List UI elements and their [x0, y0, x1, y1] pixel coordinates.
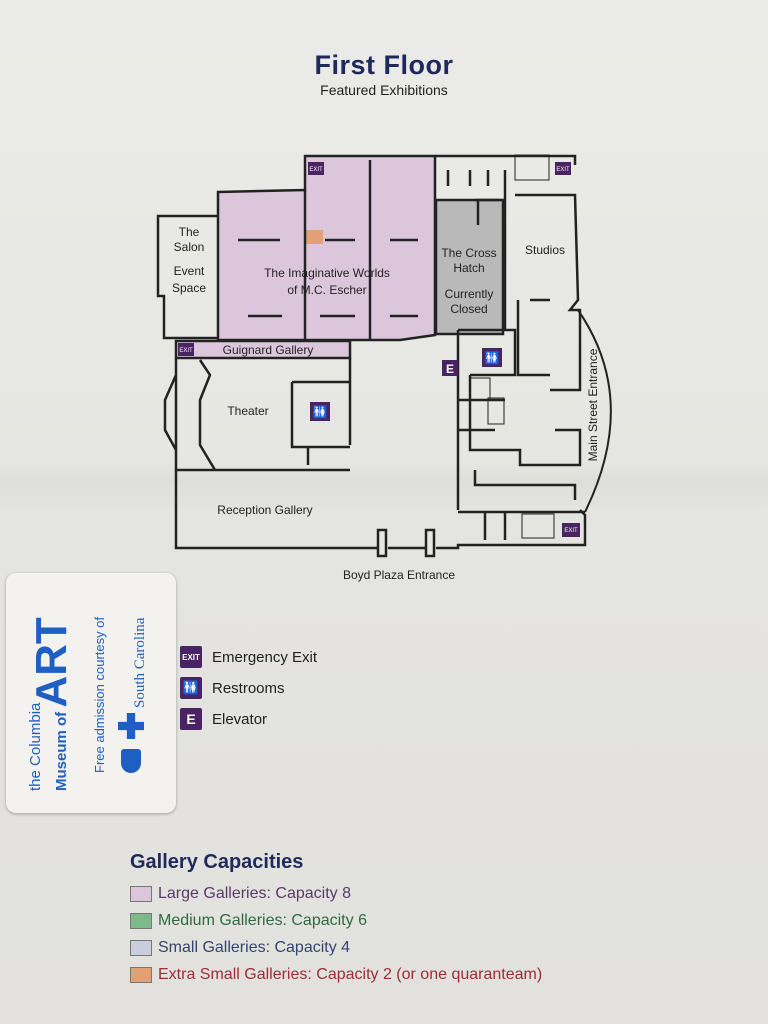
restroom-icon: 🚻 [180, 677, 202, 699]
capacities-title: Gallery Capacities [130, 851, 304, 873]
bcbs-logo-icon [118, 713, 144, 775]
elevator-icon: E [180, 708, 202, 730]
sponsor-text: South Carolina [132, 617, 148, 708]
courtesy-text: Free admission courtesy of [92, 616, 107, 773]
restroom-icon: 🚻 [482, 348, 502, 367]
svg-text:EXIT: EXIT [564, 528, 578, 534]
exit-icon: EXIT [178, 343, 194, 356]
svg-text:EXIT: EXIT [309, 167, 323, 173]
capacity-small: Small Galleries: Capacity 4 [130, 939, 350, 957]
main-street-entrance-label: Main Street Entrance [586, 348, 600, 461]
page-subtitle: Featured Exhibitions [320, 82, 448, 98]
exit-icon: EXIT [308, 162, 324, 175]
studios-label: Studios [525, 243, 565, 257]
legend-exit: EXIT Emergency Exit [180, 646, 317, 668]
capacity-extra-small: Extra Small Galleries: Capacity 2 (or on… [130, 966, 542, 984]
restroom-icon: 🚻 [310, 402, 330, 421]
escher-gallery [216, 154, 437, 342]
svg-text:🚻: 🚻 [485, 351, 500, 365]
cross-hatch-label-2: Hatch [453, 261, 484, 275]
legend-label: Restrooms [212, 679, 285, 697]
svg-text:EXIT: EXIT [556, 167, 570, 173]
legend-restrooms: 🚻 Restrooms [180, 677, 285, 699]
capacity-large: Large Galleries: Capacity 8 [130, 885, 351, 903]
salon-label-1: The [179, 225, 200, 239]
cross-hatch-gallery [434, 198, 505, 336]
page-title: First Floor [314, 50, 454, 80]
boyd-entrance-label: Boyd Plaza Entrance [343, 568, 455, 582]
theater-label: Theater [227, 404, 268, 418]
legend-label: Emergency Exit [212, 648, 318, 666]
salon-label-4: Space [172, 281, 206, 295]
cross-hatch-label-1: The Cross [441, 246, 496, 260]
svg-text:🚻: 🚻 [313, 405, 328, 419]
exit-icon: EXIT [562, 523, 580, 537]
salon-label-2: Salon [174, 240, 205, 254]
svg-text:E: E [446, 362, 454, 376]
legend-label: Elevator [212, 710, 268, 728]
exit-icon: EXIT [180, 646, 202, 668]
svg-text:EXIT: EXIT [179, 348, 193, 354]
elevator-icon: E [442, 360, 458, 376]
capacity-medium: Medium Galleries: Capacity 6 [130, 912, 367, 930]
guignard-gallery [174, 339, 352, 360]
legend-elevator: E Elevator [180, 708, 267, 730]
salon-label-3: Event [174, 264, 205, 278]
reception-label: Reception Gallery [217, 503, 312, 517]
extra-small-gallery [305, 230, 323, 244]
escher-label-2: of M.C. Escher [287, 283, 366, 297]
cross-hatch-label-4: Closed [450, 302, 487, 316]
guignard-label: Guignard Gallery [223, 343, 314, 357]
escher-label-1: The Imaginative Worlds [264, 266, 390, 280]
exit-icon: EXIT [555, 162, 571, 175]
cross-hatch-label-3: Currently [445, 287, 494, 301]
